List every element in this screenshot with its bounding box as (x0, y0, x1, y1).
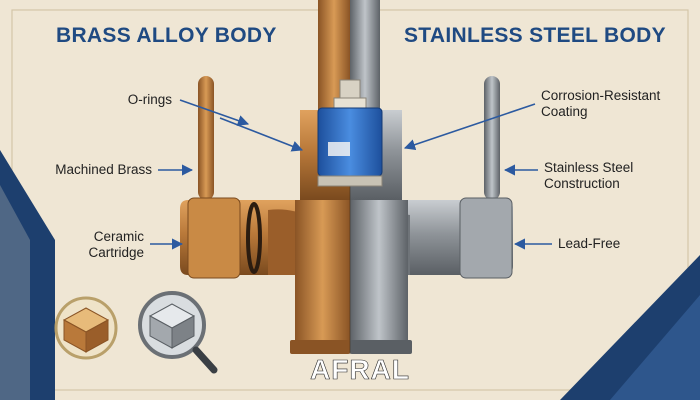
steel-handle (484, 76, 500, 200)
callout-ceramic-cartridge: Ceramic Cartridge (88, 229, 144, 260)
arrow-o-rings (179, 99, 250, 126)
heading-stainless-steel-body: STAINLESS STEEL BODY (404, 24, 666, 47)
brass-cube-magnifier-icon (54, 296, 118, 360)
callout-stainless-steel-construction: Stainless Steel Construction (544, 160, 634, 191)
arrow-o-rings-2 (219, 117, 304, 152)
callout-o-rings: O-rings (127, 92, 172, 107)
brand-logo: AFRAL (310, 354, 410, 386)
brass-body (295, 200, 350, 350)
steel-body (350, 200, 408, 350)
o-ring (246, 202, 262, 274)
steel-cube-magnifier-icon (138, 291, 218, 374)
callout-corrosion-resistant-coating: Corrosion-Resistant Coating (541, 88, 661, 119)
brand-logo-text: AFRAL (310, 354, 410, 385)
callout-lead-free: Lead-Free (558, 236, 621, 251)
cartridge-stem (339, 79, 361, 101)
brass-handle (198, 76, 214, 200)
heading-brass-alloy-body: BRASS ALLOY BODY (56, 24, 277, 47)
arrow-corrosion (403, 103, 536, 151)
callout-machined-brass: Machined Brass (55, 162, 152, 177)
corner-accent-left (0, 150, 55, 400)
